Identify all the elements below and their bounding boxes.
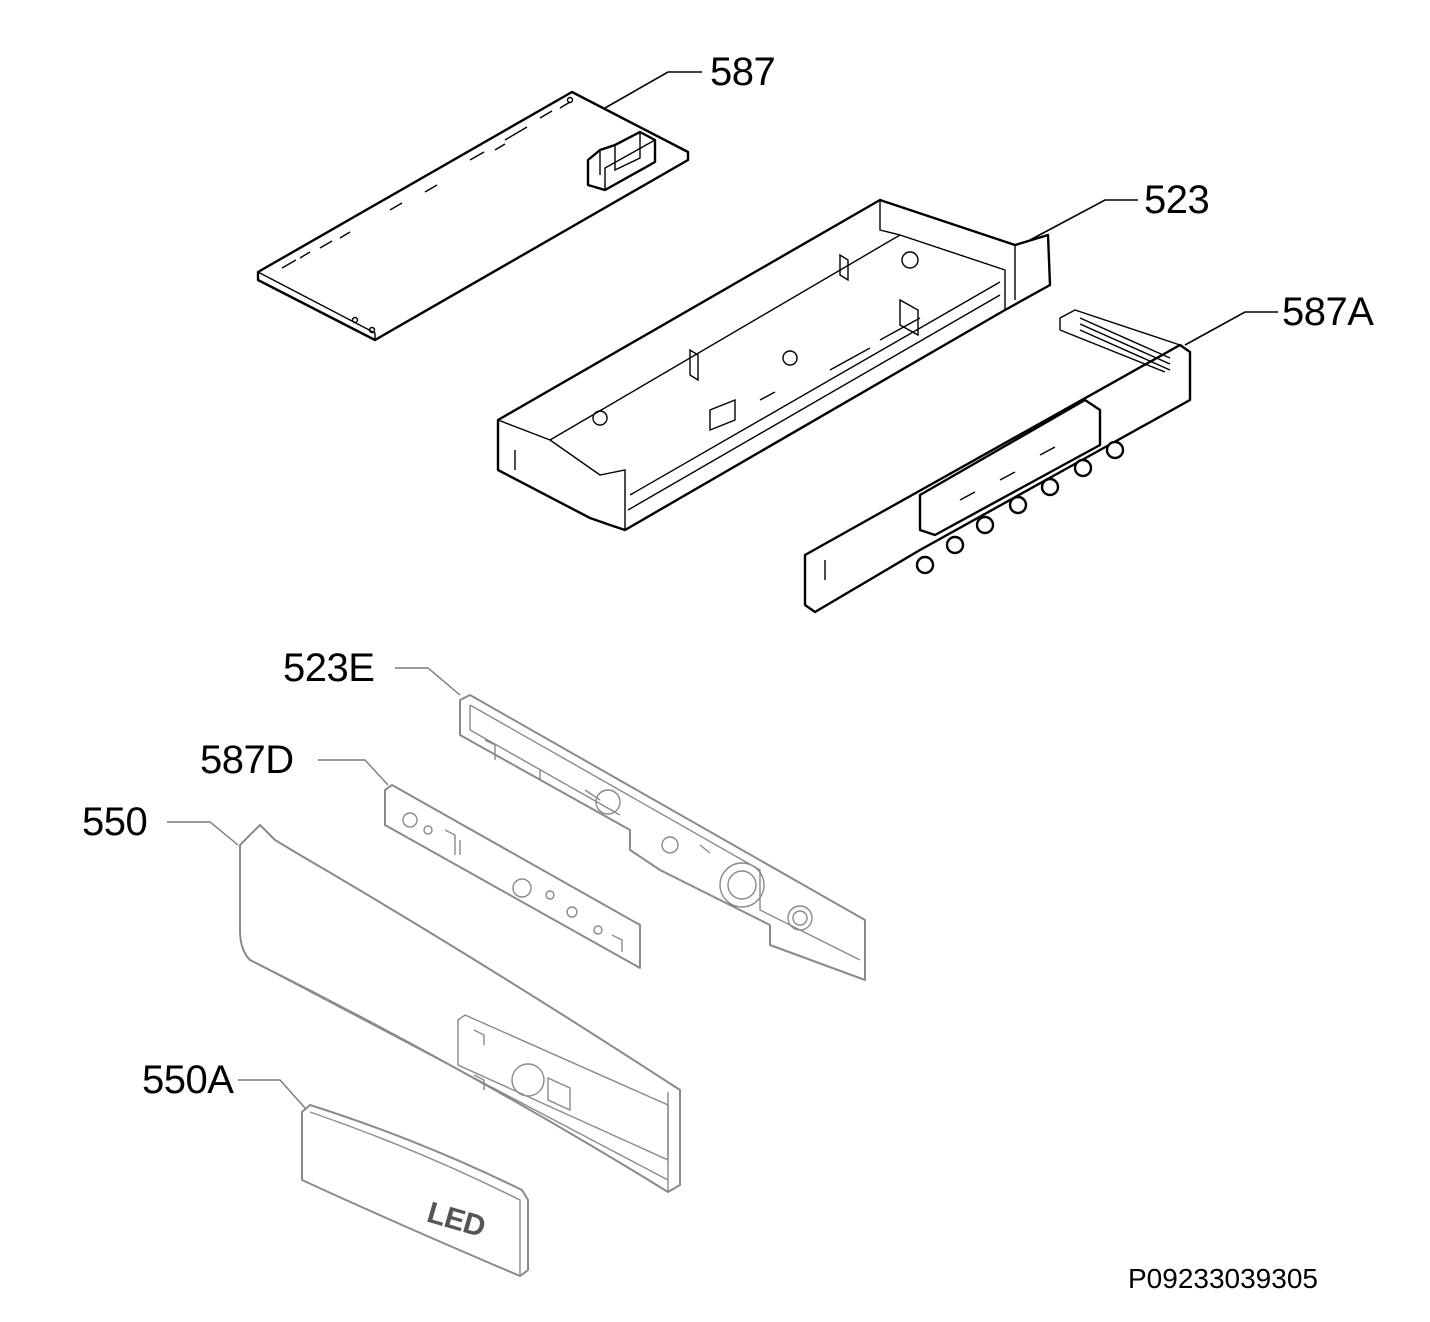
leader-lines bbox=[167, 71, 1278, 1109]
part-523E-frame bbox=[459, 694, 866, 981]
label-587: 587 bbox=[710, 50, 776, 94]
label-550A: 550A bbox=[142, 1058, 234, 1102]
label-523E: 523E bbox=[283, 646, 375, 690]
part-587-board bbox=[256, 90, 690, 342]
label-587D: 587D bbox=[200, 738, 294, 782]
part-550-panel bbox=[239, 824, 681, 1193]
part-523-housing bbox=[496, 198, 1052, 532]
label-587A: 587A bbox=[1282, 290, 1374, 334]
part-587A-board bbox=[803, 309, 1192, 614]
label-550: 550 bbox=[82, 800, 148, 844]
part-587D-board bbox=[384, 784, 641, 969]
part-550A-cover bbox=[301, 1104, 529, 1277]
drawing-reference-number: P09233039305 bbox=[1128, 1263, 1318, 1294]
label-523: 523 bbox=[1144, 178, 1210, 222]
